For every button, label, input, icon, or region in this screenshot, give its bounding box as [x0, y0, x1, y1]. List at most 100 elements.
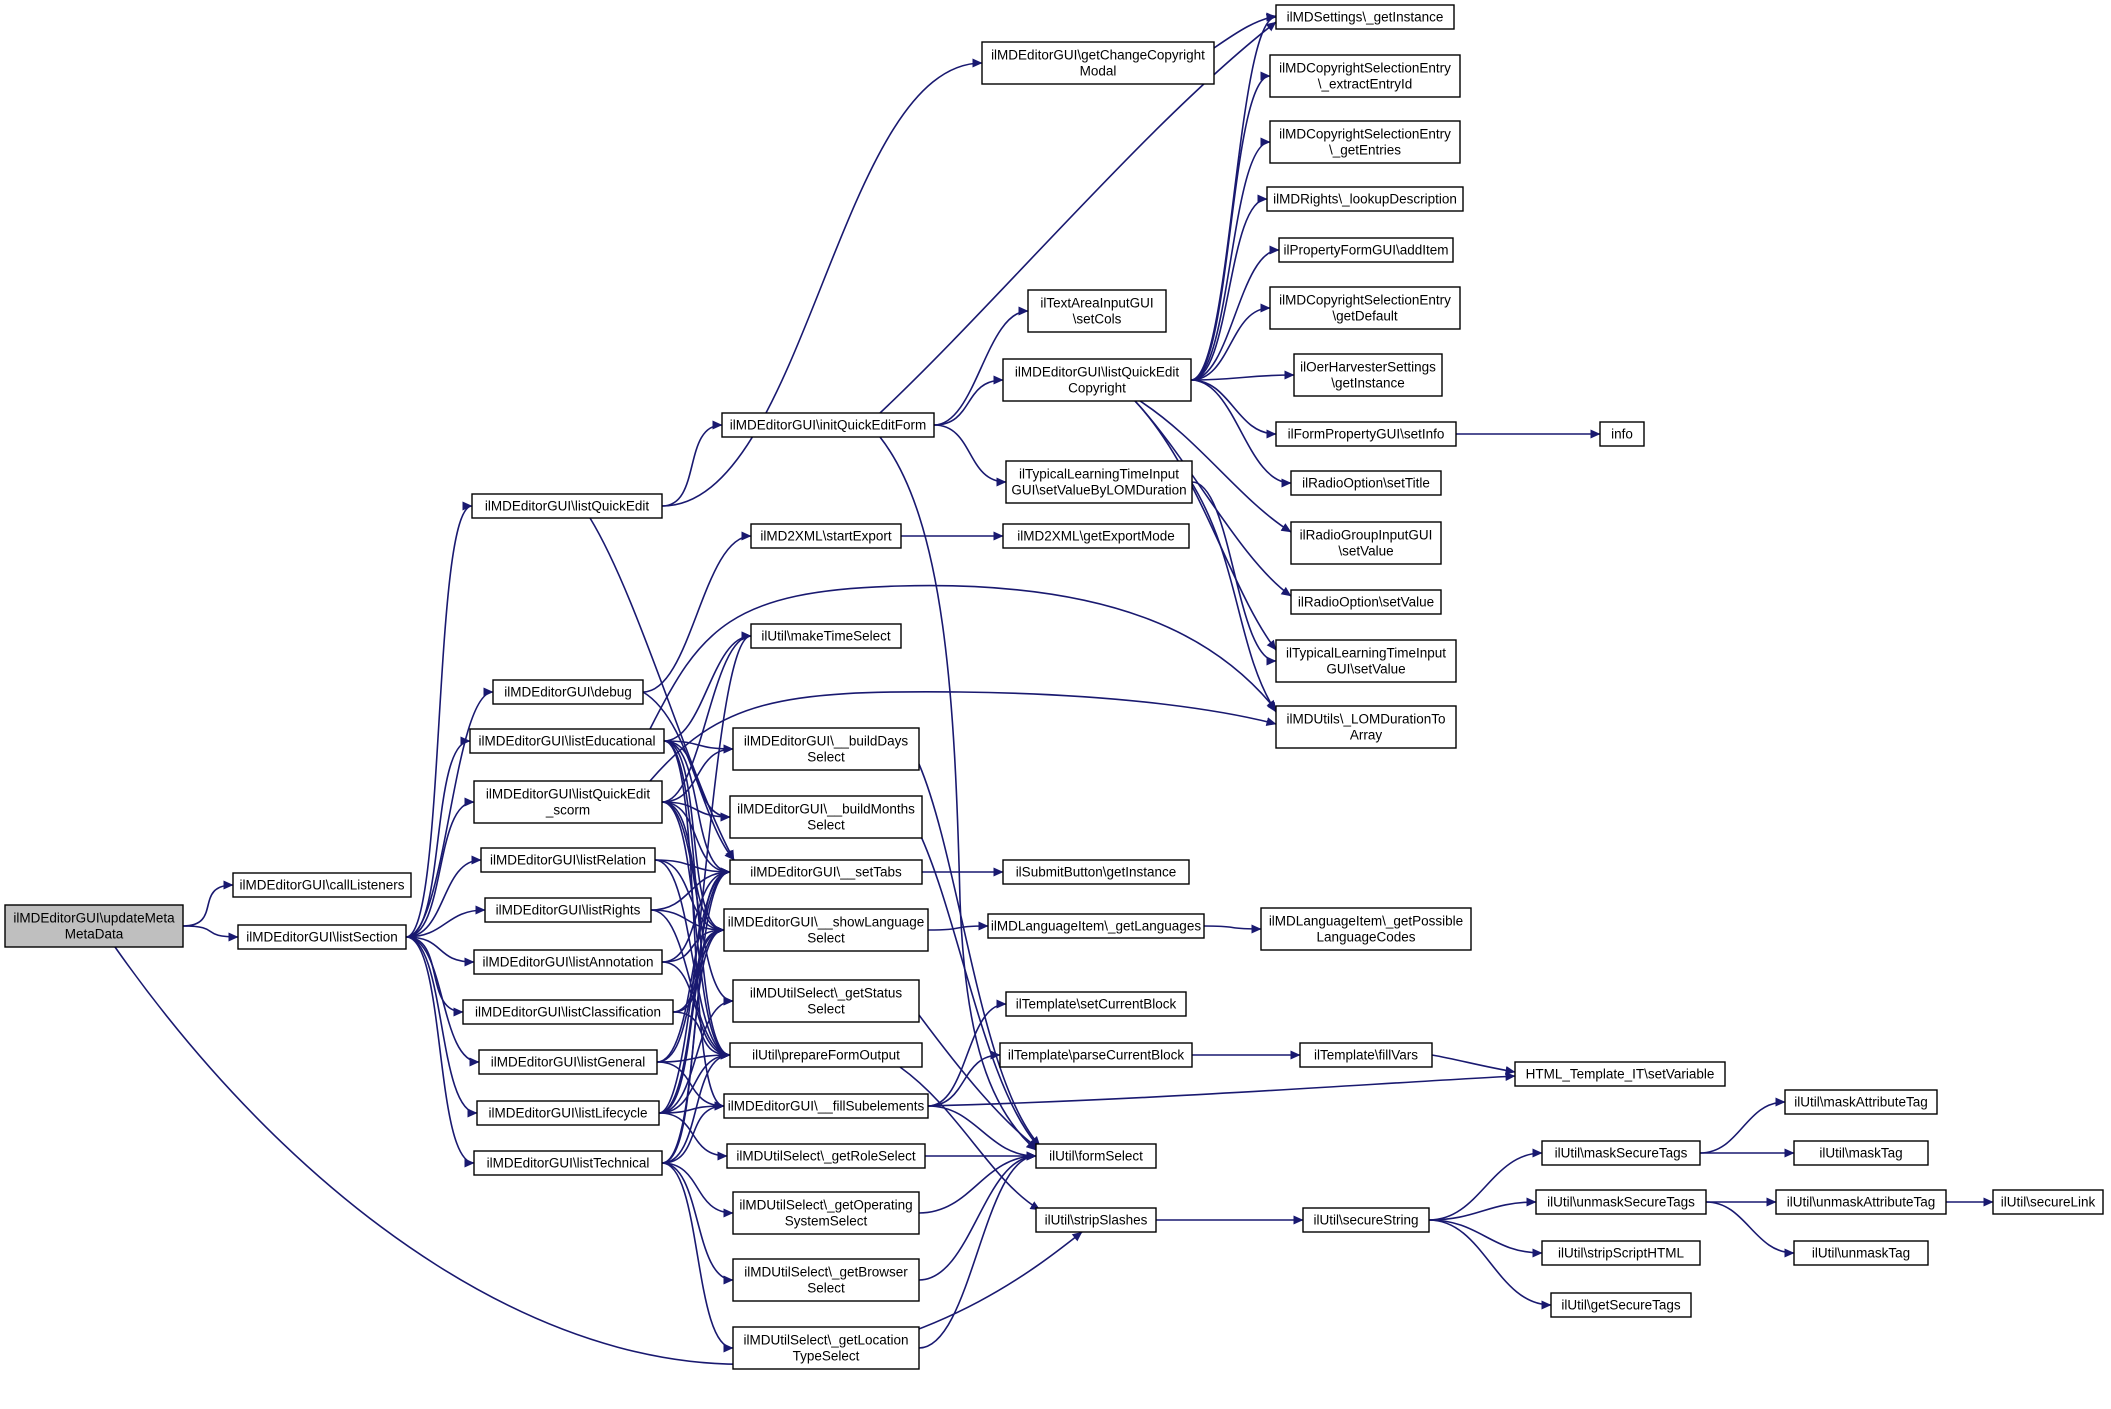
node-list-educational[interactable]: ilMDEditorGUI\listEducational: [469, 728, 665, 754]
edge-typical-set-value-by-lom-to-typical-set-value: [1191, 481, 1277, 666]
edge-list-quick-edit-copyright-to-oer-get-instance: [1190, 370, 1295, 381]
edge-list-rights-to-set-tabs: [650, 867, 731, 911]
node-box: [732, 1258, 920, 1302]
node-secure-string[interactable]: ilUtil\secureString: [1302, 1207, 1430, 1233]
edge-fill-vars-to-html-set-variable: [1431, 1054, 1516, 1075]
edge-secure-string-to-strip-script-html: [1428, 1219, 1543, 1258]
node-list-relation[interactable]: ilMDEditorGUI\listRelation: [480, 847, 656, 873]
node-box: [750, 623, 902, 649]
node-list-section[interactable]: ilMDEditorGUI\listSection: [237, 924, 407, 950]
edge-update-meta-to-call-listeners: [182, 880, 234, 927]
node-box: [732, 727, 920, 771]
node-strip-slashes[interactable]: ilUtil\stripSlashes: [1035, 1207, 1157, 1233]
node-list-general[interactable]: ilMDEditorGUI\listGeneral: [478, 1049, 658, 1075]
edge-typical-set-value-by-lom-to-lom-duration-to-array: [1189, 479, 1277, 713]
node-get-secure-tags[interactable]: ilUtil\getSecureTags: [1550, 1292, 1692, 1318]
node-get-entries[interactable]: ilMDCopyrightSelectionEntry\_getEntries: [1269, 120, 1461, 164]
node-box: [462, 999, 674, 1025]
node-typical-set-value-by-lom[interactable]: ilTypicalLearningTimeInputGUI\setValueBy…: [1005, 460, 1193, 504]
node-get-role-select[interactable]: ilMDUtilSelect\_getRoleSelect: [726, 1143, 926, 1169]
edge-init-quick-edit-form-to-list-quick-edit-copyright: [933, 375, 1004, 426]
node-get-languages[interactable]: ilMDLanguageItem\_getLanguages: [987, 913, 1205, 939]
node-set-info[interactable]: ilFormPropertyGUI\setInfo: [1275, 421, 1457, 447]
node-secure-link[interactable]: ilUtil\secureLink: [1992, 1189, 2104, 1215]
node-parse-current-block[interactable]: ilTemplate\parseCurrentBlock: [999, 1042, 1193, 1068]
node-set-tabs[interactable]: ilMDEditorGUI\__setTabs: [729, 859, 923, 885]
node-call-listeners[interactable]: ilMDEditorGUI\callListeners: [232, 872, 412, 898]
node-init-quick-edit-form[interactable]: ilMDEditorGUI\initQuickEditForm: [721, 412, 935, 438]
node-mask-tag[interactable]: ilUtil\maskTag: [1793, 1140, 1929, 1166]
node-box: [1005, 991, 1187, 1017]
edge-list-technical-to-fill-subelements: [661, 1101, 725, 1164]
node-unmask-secure-tags[interactable]: ilUtil\unmaskSecureTags: [1535, 1189, 1707, 1215]
node-box: [726, 1143, 926, 1169]
node-lookup-description[interactable]: ilMDRights\_lookupDescription: [1266, 186, 1464, 212]
node-debug[interactable]: ilMDEditorGUI\debug: [492, 679, 644, 705]
node-fill-subelements[interactable]: ilMDEditorGUI\__fillSubelements: [723, 1093, 929, 1119]
node-get-possible-codes[interactable]: ilMDLanguageItem\_getPossibleLanguageCod…: [1260, 907, 1472, 951]
node-form-select[interactable]: ilUtil\formSelect: [1035, 1143, 1157, 1169]
node-set-current-block[interactable]: ilTemplate\setCurrentBlock: [1005, 991, 1187, 1017]
node-add-item[interactable]: ilPropertyFormGUI\addItem: [1278, 237, 1454, 263]
node-extract-entry-id[interactable]: ilMDCopyrightSelectionEntry\_extractEntr…: [1269, 54, 1461, 98]
node-label: ilUtil\maskTag: [1819, 1146, 1902, 1161]
node-start-export[interactable]: ilMD2XML\startExport: [750, 523, 902, 549]
node-unmask-tag[interactable]: ilUtil\unmaskTag: [1793, 1240, 1929, 1266]
edge-prepare-form-output-to-strip-slashes: [899, 1066, 1041, 1211]
node-radio-set-title[interactable]: ilRadioOption\setTitle: [1290, 470, 1442, 496]
node-label: ilMDEditorGUI\initQuickEditForm: [730, 418, 927, 433]
node-label: Array: [1350, 728, 1383, 743]
edge-list-quick-edit-copyright-to-get-entries: [1190, 137, 1271, 381]
node-radio-set-value[interactable]: ilRadioOption\setValue: [1290, 589, 1442, 615]
node-list-quick-edit[interactable]: ilMDEditorGUI\listQuickEdit: [471, 493, 663, 519]
node-strip-script-html[interactable]: ilUtil\stripScriptHTML: [1541, 1240, 1701, 1266]
node-submit-get-instance[interactable]: ilSubmitButton\getInstance: [1002, 859, 1190, 885]
node-html-set-variable[interactable]: HTML_Template_IT\setVariable: [1514, 1061, 1726, 1087]
node-label: ilSubmitButton\getInstance: [1016, 865, 1177, 880]
node-mask-attribute-tag[interactable]: ilUtil\maskAttributeTag: [1784, 1089, 1938, 1115]
node-oer-get-instance[interactable]: ilOerHarvesterSettings\getInstance: [1293, 353, 1443, 397]
node-get-export-mode[interactable]: ilMD2XML\getExportMode: [1002, 523, 1190, 549]
node-get-default[interactable]: ilMDCopyrightSelectionEntry\getDefault: [1269, 286, 1461, 330]
edge-list-lifecycle-to-get-status: [658, 996, 734, 1114]
node-list-rights[interactable]: ilMDEditorGUI\listRights: [484, 897, 652, 923]
node-mask-secure-tags[interactable]: ilUtil\maskSecureTags: [1541, 1140, 1701, 1166]
node-settings-get-instance[interactable]: ilMDSettings\_getInstance: [1275, 4, 1455, 30]
node-box: [1550, 1292, 1692, 1318]
edge-list-section-to-list-technical: [405, 936, 475, 1168]
edge-secure-string-to-mask-secure-tags: [1428, 1148, 1543, 1221]
node-prepare-form-output[interactable]: ilUtil\prepareFormOutput: [729, 1042, 923, 1068]
node-box: [729, 859, 923, 885]
node-text-area-set-cols[interactable]: ilTextAreaInputGUI\setCols: [1027, 289, 1167, 333]
node-radio-group-set-value[interactable]: ilRadioGroupInputGUI\setValue: [1290, 521, 1442, 565]
node-list-classification[interactable]: ilMDEditorGUI\listClassification: [462, 999, 674, 1025]
node-list-lifecycle[interactable]: ilMDEditorGUI\listLifecycle: [476, 1100, 660, 1126]
edge-list-quick-edit-to-set-tabs: [589, 517, 735, 861]
node-info[interactable]: info: [1599, 421, 1645, 447]
node-label: ilMDCopyrightSelectionEntry: [1279, 61, 1451, 76]
node-box: [1784, 1089, 1938, 1115]
edge-list-technical-to-get-operating: [661, 1162, 734, 1218]
edge-list-technical-to-get-location: [661, 1162, 734, 1353]
node-box: [1035, 1143, 1157, 1169]
edge-debug-to-set-tabs: [642, 691, 735, 861]
node-list-technical[interactable]: ilMDEditorGUI\listTechnical: [473, 1150, 663, 1176]
node-fill-vars[interactable]: ilTemplate\fillVars: [1299, 1042, 1433, 1068]
node-make-time-select[interactable]: ilUtil\makeTimeSelect: [750, 623, 902, 649]
node-unmask-attribute-tag[interactable]: ilUtil\unmaskAttributeTag: [1775, 1189, 1947, 1215]
node-list-quick-edit-scorm[interactable]: ilMDEditorGUI\listQuickEdit_scorm: [473, 780, 663, 824]
node-list-annotation[interactable]: ilMDEditorGUI\listAnnotation: [473, 949, 663, 975]
